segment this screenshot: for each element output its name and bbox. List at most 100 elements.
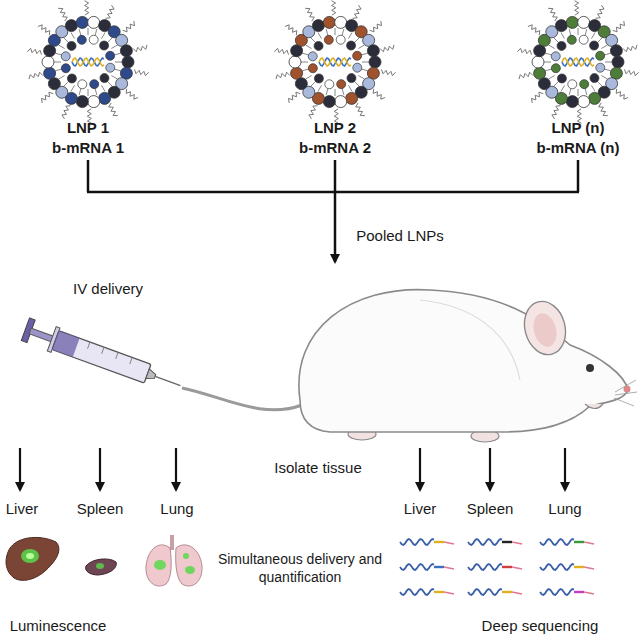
drawing-stroke <box>306 76 312 80</box>
drawing-stroke <box>557 74 566 83</box>
drawing-stroke <box>347 41 356 50</box>
drawing-stroke <box>88 28 89 35</box>
organ-label: Lung <box>160 500 193 518</box>
drawing-stroke <box>468 564 502 570</box>
organ-label: Lung <box>548 500 581 518</box>
drawing-stroke <box>434 591 444 593</box>
drawing-stroke <box>382 69 396 75</box>
drawing-stroke <box>349 33 353 39</box>
drawing-stroke <box>549 45 555 49</box>
drawing-stroke <box>61 52 70 61</box>
drawing-stroke <box>102 85 106 91</box>
drawing-stroke <box>544 62 551 63</box>
drawing-stroke <box>616 89 628 99</box>
drawing-stroke <box>578 28 579 35</box>
drawing-stroke <box>400 589 434 595</box>
drawing-stroke <box>58 8 67 21</box>
drawing-stroke <box>367 45 379 57</box>
drawing-stroke <box>502 566 512 568</box>
drawing-stroke <box>512 592 522 594</box>
spleen-organ <box>86 559 117 575</box>
drawing-stroke <box>79 29 81 36</box>
step-label: IV delivery <box>73 280 143 298</box>
drawing-stroke <box>120 45 132 57</box>
drawing-stroke <box>44 67 56 79</box>
drawing-stroke <box>314 41 323 50</box>
drawing-stroke <box>551 64 560 73</box>
drawing-stroke <box>517 48 531 54</box>
drawing-stroke <box>325 80 334 89</box>
drawing-stroke <box>64 81 69 86</box>
drawing-stroke <box>71 33 75 39</box>
drawing-stroke <box>597 81 602 86</box>
drawing-stroke <box>85 1 89 15</box>
drawing-stroke <box>512 542 522 544</box>
drawing-stroke <box>566 96 578 108</box>
drawing-stroke <box>623 45 637 52</box>
drawing-stroke <box>596 51 605 60</box>
drawing-stroke <box>301 62 308 63</box>
drawing-stroke <box>578 16 590 28</box>
drawing-stroke <box>106 63 115 72</box>
drawing-stroke <box>100 41 109 50</box>
drawing-stroke <box>434 541 444 543</box>
drawing-stroke <box>373 89 385 99</box>
drawing-stroke <box>55 53 62 55</box>
drawing-stroke <box>308 52 317 61</box>
drawing-stroke <box>42 92 54 103</box>
barcode-reads <box>400 539 594 595</box>
drawing-stroke <box>336 35 345 44</box>
drawing-stroke <box>59 76 65 80</box>
drawing-stroke <box>289 56 301 68</box>
drawing-stroke <box>592 33 596 39</box>
drawing-stroke <box>584 567 594 569</box>
drawing-stroke <box>88 96 100 108</box>
drawing-stroke <box>122 56 134 68</box>
drawing-stroke <box>76 96 88 108</box>
drawing-stroke <box>88 89 89 96</box>
drawing-stroke <box>468 539 502 545</box>
drawing-stroke <box>72 58 104 66</box>
lnp-label: LNP (n) <box>551 119 604 137</box>
drawing-stroke <box>349 85 353 91</box>
drawing-stroke <box>502 541 512 543</box>
drawing-stroke <box>318 85 322 91</box>
method-label: Luminescence <box>10 617 107 635</box>
drawing-stroke <box>358 76 364 80</box>
drawing-stroke <box>579 35 588 44</box>
drawing-stroke <box>312 20 324 32</box>
barcode-label: b-mRNA (n) <box>537 139 620 157</box>
drawing-stroke <box>99 92 111 104</box>
drawing-stroke <box>78 80 87 89</box>
drawing-stroke <box>512 567 522 569</box>
drawing-stroke <box>114 69 121 71</box>
drawing-stroke <box>100 74 109 83</box>
organ-label: Spleen <box>77 500 124 518</box>
organ-label: Liver <box>404 500 437 518</box>
drawing-stroke <box>285 25 297 35</box>
drawing-stroke <box>323 16 335 28</box>
drawing-stroke <box>358 45 364 49</box>
drawing-stroke <box>59 45 65 49</box>
drawing-stroke <box>109 103 118 116</box>
drawing-stroke <box>29 72 43 79</box>
drawing-stroke <box>89 35 98 44</box>
drawing-stroke <box>585 88 587 95</box>
drawing-stroke <box>400 564 434 570</box>
step-label: Isolate tissue <box>274 459 362 477</box>
drawing-stroke <box>557 41 566 50</box>
drawing-stroke <box>332 1 336 15</box>
drawing-stroke <box>555 20 567 32</box>
drawing-stroke <box>311 81 316 86</box>
drawing-stroke <box>444 567 454 569</box>
drawing-stroke <box>575 1 579 15</box>
drawing-stroke <box>126 89 138 99</box>
drawing-stroke <box>590 74 599 83</box>
drawing-stroke <box>549 76 555 80</box>
drawing-stroke <box>342 88 344 95</box>
syringe <box>21 317 185 398</box>
drawing-stroke <box>540 589 574 595</box>
drawing-stroke <box>574 541 584 543</box>
drawing-stroke <box>61 64 70 73</box>
